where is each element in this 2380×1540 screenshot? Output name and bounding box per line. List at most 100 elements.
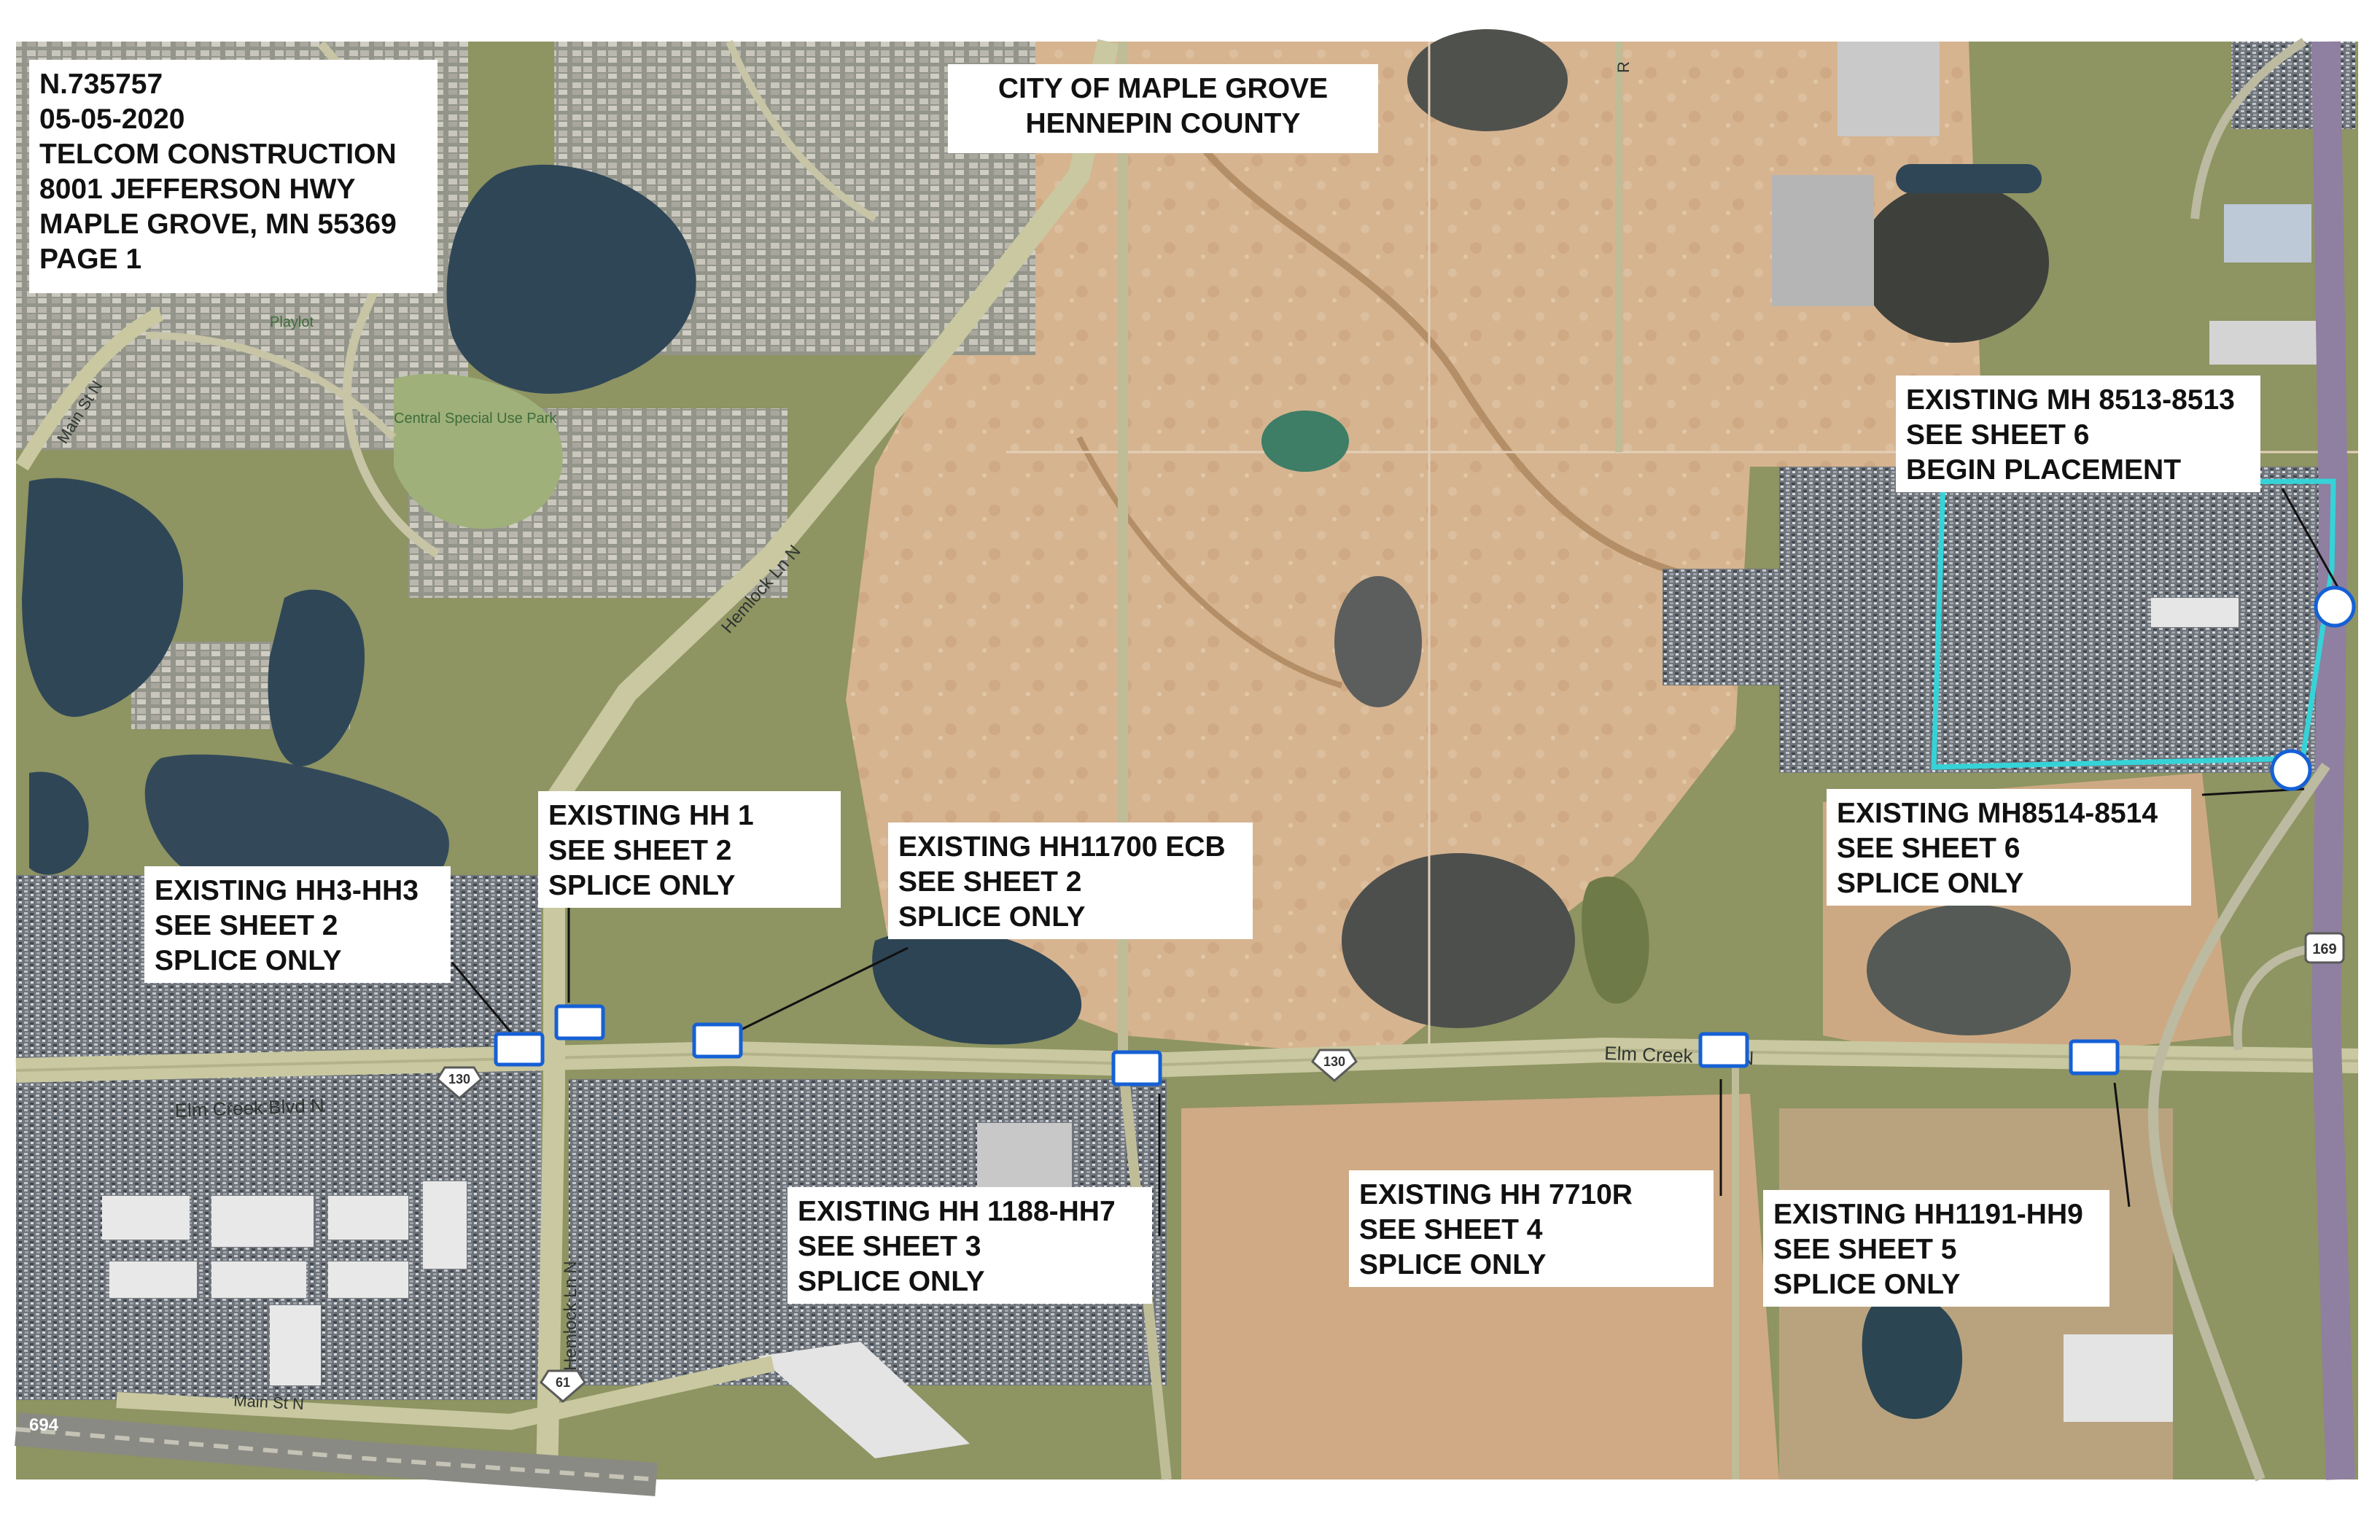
city-name: CITY OF MAPLE GROVE: [998, 73, 1329, 104]
callout-hh-1188: EXISTING HH 1188-HH7 SEE SHEET 3 SPLICE …: [788, 1187, 1152, 1304]
i694-highway: [15, 1427, 657, 1482]
park-label: Central Special Use Park: [394, 411, 557, 427]
callout-sheet: SEE SHEET 6: [1906, 419, 2090, 451]
road-label-main-st-south: Main St N: [233, 1391, 305, 1413]
callout-sheet: SEE SHEET 2: [548, 835, 732, 866]
county-name: HENNEPIN COUNTY: [1025, 108, 1301, 139]
callout-sheet: SEE SHEET 6: [1837, 833, 2021, 864]
callout-mh-8514: EXISTING MH8514-8514 SEE SHEET 6 SPLICE …: [1827, 789, 2191, 906]
lake: [872, 929, 1082, 1045]
callout-sheet: SEE SHEET 4: [1359, 1214, 1543, 1245]
callout-title: EXISTING HH 1: [548, 800, 754, 831]
callout-title: EXISTING MH8514-8514: [1837, 798, 2158, 829]
road-label-hemlock-south: Hemlock Ln N: [561, 1261, 580, 1371]
svg-text:130: 130: [448, 1072, 470, 1086]
playlot-label: Playlot: [270, 314, 314, 330]
city-label-block: CITY OF MAPLE GROVE HENNEPIN COUNTY: [948, 64, 1378, 153]
building: [2151, 598, 2239, 627]
big-box-store: [270, 1305, 321, 1385]
callout-title: EXISTING HH 7710R: [1359, 1179, 1633, 1210]
us169-ramp: [2147, 763, 2330, 1482]
pond: [1896, 164, 2042, 193]
pond: [1261, 411, 1349, 472]
warehouse: [1838, 42, 1940, 136]
park-area: [394, 373, 563, 529]
callout-action: SPLICE ONLY: [798, 1266, 985, 1297]
callout-sheet: SEE SHEET 2: [155, 910, 338, 941]
stockpile: [1867, 904, 2071, 1035]
lake: [29, 771, 89, 875]
big-box-store: [211, 1196, 314, 1247]
svg-text:694: 694: [29, 1415, 59, 1435]
callout-action: SPLICE ONLY: [898, 901, 1086, 933]
callout-action: BEGIN PLACEMENT: [1906, 454, 2182, 486]
hemlock-ln-road: [536, 39, 1119, 1480]
stockpile: [1334, 576, 1422, 707]
handhole-marker-hh7710r[interactable]: [1698, 1032, 1749, 1068]
callout-hh-7710r: EXISTING HH 7710R SEE SHEET 4 SPLICE ONL…: [1349, 1170, 1714, 1287]
warehouse: [1772, 175, 1874, 306]
handhole-marker-hh1191[interactable]: [2069, 1039, 2120, 1076]
company-city: MAPLE GROVE, MN 55369: [39, 209, 397, 240]
callout-action: SPLICE ONLY: [548, 870, 736, 901]
elm-creek-blvd-road: [15, 1037, 2359, 1083]
main-st-road: [116, 1356, 775, 1431]
big-box-store: [211, 1261, 306, 1298]
leader-line: [2281, 488, 2349, 606]
callout-action: SPLICE ONLY: [1773, 1269, 1961, 1300]
us169-ramp: [2190, 37, 2307, 219]
leader-line: [2113, 1082, 2131, 1208]
big-box-store: [2064, 1334, 2173, 1422]
svg-text:130: 130: [1323, 1054, 1345, 1069]
handhole-marker-hh1188[interactable]: [1111, 1050, 1162, 1086]
big-box-store: [328, 1196, 408, 1240]
residential-road: [145, 332, 397, 440]
handhole-marker-hh1[interactable]: [554, 1004, 605, 1041]
haul-road: [1076, 436, 1343, 688]
lake: [446, 164, 696, 394]
callout-action: SPLICE ONLY: [155, 945, 342, 976]
route-shield-61: 61: [540, 1369, 586, 1403]
manhole-marker-mh8514[interactable]: [2270, 749, 2312, 791]
callout-title: EXISTING HH 1188-HH7: [798, 1196, 1116, 1227]
construction-area: [846, 42, 1983, 1057]
route-shield-130-east: 130: [1311, 1049, 1358, 1082]
route-shield-694: 694: [29, 1415, 59, 1435]
warehouse: [2224, 204, 2311, 262]
callout-title: EXISTING HH3-HH3: [155, 875, 419, 906]
callout-title: EXISTING MH 8513-8513: [1906, 384, 2235, 416]
lake: [268, 589, 365, 766]
pond: [1582, 876, 1649, 1004]
callout-action: SPLICE ONLY: [1837, 868, 2024, 899]
page-number: PAGE 1: [39, 244, 142, 275]
callout-mh-8513: EXISTING MH 8513-8513 SEE SHEET 6 BEGIN …: [1896, 376, 2260, 492]
warehouse: [2209, 321, 2319, 365]
callout-title: EXISTING HH11700 ECB: [898, 831, 1226, 863]
callout-hh1191: EXISTING HH1191-HH9 SEE SHEET 5 SPLICE O…: [1763, 1190, 2109, 1307]
parking-lot: [1662, 569, 1779, 685]
placement-boundary: [1931, 478, 2336, 770]
callout-sheet: SEE SHEET 5: [1773, 1234, 1957, 1265]
handhole-marker-hh3[interactable]: [494, 1032, 545, 1067]
parking-lot: [1779, 467, 2341, 773]
elm-creek-blvd-road: [15, 1048, 2359, 1072]
stockpile: [1859, 182, 2049, 343]
main-st-road: [15, 307, 164, 471]
callout-action: SPLICE ONLY: [1359, 1249, 1547, 1280]
pond: [1862, 1294, 1963, 1419]
callout-title: EXISTING HH1191-HH9: [1773, 1199, 2083, 1230]
company-name: TELCOM CONSTRUCTION: [39, 139, 397, 170]
stockpile: [1342, 853, 1575, 1028]
svg-text:61: 61: [556, 1375, 570, 1390]
handhole-marker-hh11700[interactable]: [692, 1022, 743, 1059]
us169-highway: [2311, 41, 2355, 1480]
stockpile: [1407, 29, 1568, 131]
route-shield-169: 169: [2304, 932, 2345, 964]
big-box-store: [758, 1342, 970, 1458]
callout-hh-1: EXISTING HH 1 SEE SHEET 2 SPLICE ONLY: [538, 791, 841, 908]
svg-text:169: 169: [2312, 941, 2336, 957]
big-box-store: [423, 1181, 467, 1269]
manhole-marker-mh8513[interactable]: [2314, 586, 2356, 628]
job-info-block: N.735757 05-05-2020 TELCOM CONSTRUCTION …: [29, 60, 438, 293]
lake: [22, 478, 184, 718]
